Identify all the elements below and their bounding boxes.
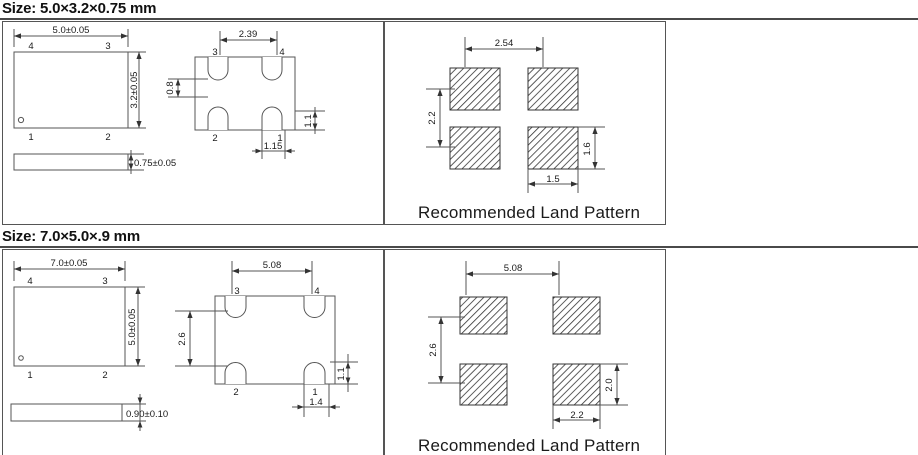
dim-land-pad-height: 1.6 [582,142,593,155]
mechanical-views-group: 7.0±0.05 4 3 1 2 5.0±0.05 [10,258,358,431]
panel-divider [383,249,385,455]
dim-land-pitch-x: 2.54 [495,38,514,49]
pin-label-3: 3 [102,276,107,287]
pad-label-3: 3 [212,47,217,58]
dim-land-pad-width: 1.5 [546,174,559,185]
land-pattern-group: 5.08 2.6 2.0 [428,261,628,429]
pin-label-3: 3 [105,41,110,52]
pad-label-4: 4 [279,47,284,58]
dim-pad-pitch-y: 2.6 [177,332,188,345]
pin-label-4: 4 [27,276,32,287]
dim-top-height: 5.0±0.05 [127,309,138,346]
dim-land-pitch-y: 2.2 [427,111,438,124]
title-underline [0,18,918,20]
dim-pad-height: 1.1 [303,114,314,127]
dim-pad-pitch-x: 5.08 [263,260,282,271]
dim-land-pitch-x: 5.08 [504,263,523,274]
land-pad [527,126,579,170]
land-pad [552,296,601,335]
dim-top-width: 7.0±0.05 [51,258,88,269]
package-section-7050: Size: 7.0×5.0×.9 mm 7.0±0.05 4 3 1 2 [0,228,918,455]
dim-side-thickness: 0.90±0.10 [126,409,168,420]
pin-label-1: 1 [28,132,33,143]
pin-label-2: 2 [102,370,107,381]
pad-label-1: 1 [312,387,317,398]
land-pad [459,296,508,335]
pad-label-1: 1 [277,133,282,144]
pad-label-4: 4 [314,286,319,297]
dim-top-height: 3.2±0.05 [129,72,140,109]
land-pad [552,363,601,406]
dim-land-pad-height: 2.0 [604,378,615,391]
land-pad [449,67,501,111]
dim-land-pad-width: 2.2 [570,410,583,421]
land-pad [459,363,508,406]
title-underline [0,246,918,248]
pin-label-1: 1 [27,370,32,381]
dim-pad-width: 1.4 [309,397,322,408]
pad-label-2: 2 [233,387,238,398]
dim-pad-pitch-y: 0.8 [165,81,176,94]
land-pattern-group: 2.54 2.2 1.6 [426,37,605,193]
pad-label-3: 3 [234,286,239,297]
panel-divider [383,21,385,225]
package-section-5032: Size: 5.0×3.2×0.75 mm 5.0±0.05 4 [0,0,918,225]
land-pad [527,67,579,111]
dim-pad-pitch-x: 2.39 [239,29,258,40]
section-title: Size: 7.0×5.0×.9 mm [2,228,140,245]
dim-top-width: 5.0±0.05 [53,25,90,36]
dim-pad-height: 1.1 [336,367,347,380]
land-pattern-caption: Recommended Land Pattern [418,436,641,455]
pad-label-2: 2 [212,133,217,144]
section-title: Size: 5.0×3.2×0.75 mm [2,0,157,17]
dim-side-thickness: 0.75±0.05 [134,158,176,169]
mechanical-views-group: 5.0±0.05 4 3 1 2 3.2±0.05 [13,25,325,174]
dim-pad-width: 1.15 [264,141,283,152]
land-pad [449,126,501,170]
dim-land-pitch-y: 2.6 [428,343,439,356]
pin-label-2: 2 [105,132,110,143]
land-pattern-caption: Recommended Land Pattern [418,203,641,222]
pin-label-4: 4 [28,41,33,52]
